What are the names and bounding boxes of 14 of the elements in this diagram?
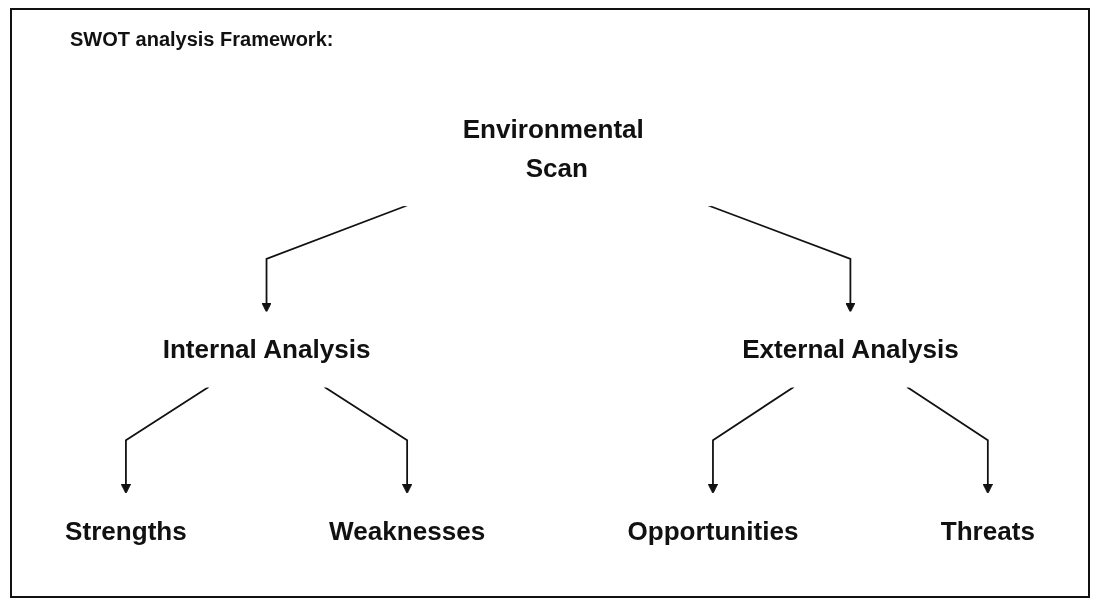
node-text: Environmental Scan [462,114,644,183]
arrow [707,204,856,313]
arrow [120,386,210,495]
node-text: External Analysis [742,334,959,365]
arrow [261,204,408,313]
node-text: Internal Analysis [162,334,371,365]
node-text: Weaknesses [329,516,486,546]
node-text: Opportunities [627,516,799,546]
node-text: Strengths [65,516,187,546]
arrow [707,386,795,495]
node-text: Threats [940,516,1035,546]
diagram-title: SWOT analysis Framework: [70,28,334,51]
arrow [323,386,413,495]
arrow [906,386,994,495]
